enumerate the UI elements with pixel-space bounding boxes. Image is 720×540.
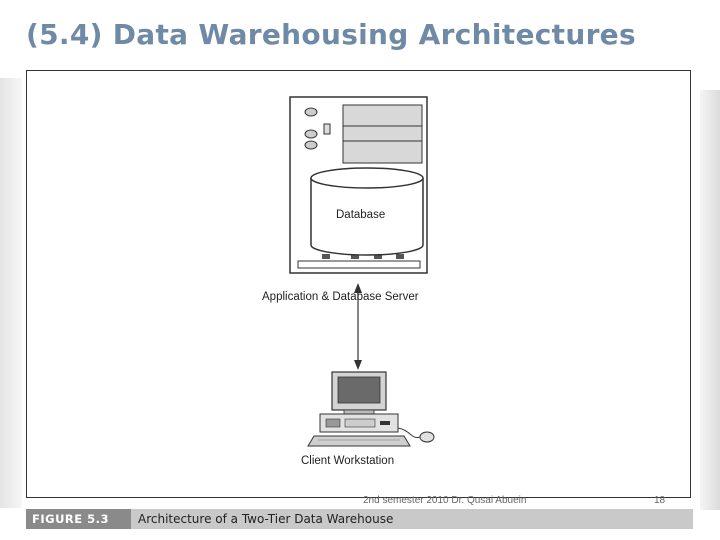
client-label: Client Workstation — [301, 455, 395, 467]
figure-caption-bar: FIGURE 5.3 Architecture of a Two-Tier Da… — [26, 509, 693, 529]
figure-number: FIGURE 5.3 — [26, 509, 131, 529]
page-number: 18 — [654, 495, 666, 506]
right-decor-strip — [700, 90, 720, 510]
client-workstation-icon — [307, 371, 435, 447]
database-cylinder-icon — [310, 167, 424, 256]
course-footer-note: 2nd semester 2010 Dr. Qusai Abuein — [363, 495, 527, 506]
connection-arrow — [354, 283, 362, 370]
figure-caption-text: Architecture of a Two-Tier Data Warehous… — [138, 512, 394, 526]
server-label: Application & Database Server — [262, 291, 419, 303]
left-decor-strip — [0, 78, 22, 508]
slide-title: (5.4) Data Warehousing Architectures — [26, 18, 636, 51]
database-label: Database — [336, 209, 386, 221]
